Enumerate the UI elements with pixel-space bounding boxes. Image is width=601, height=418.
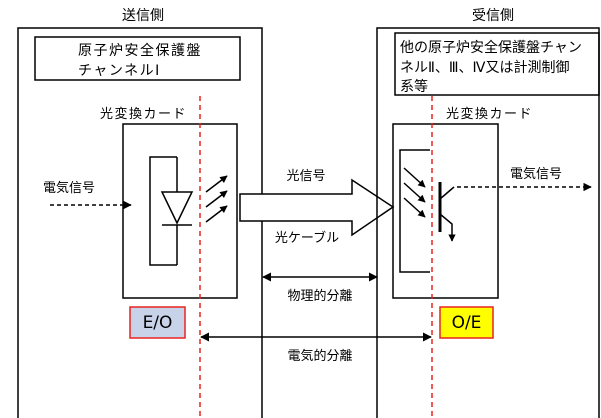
electrical-separation-label: 電気的分離 xyxy=(287,348,352,364)
led-diode-icon xyxy=(149,156,194,266)
receiver-panel-frame xyxy=(376,27,600,418)
receiver-panel-label-line-1: 他の原子炉安全保護盤チャン xyxy=(400,39,582,56)
receiver-heading: 受信側 xyxy=(472,8,514,24)
light-emission-arrows-icon xyxy=(205,175,228,223)
oe-converter-label: O/E xyxy=(452,313,482,333)
physical-separation-label: 物理的分離 xyxy=(287,288,352,304)
sender-optical-card xyxy=(122,123,238,299)
sender-panel-label-box xyxy=(34,36,241,81)
eo-converter-label: E/O xyxy=(143,313,173,333)
sender-panel-label-line-2: チャンネルⅠ xyxy=(78,63,161,79)
receiver-electrical-signal-label: 電気信号 xyxy=(510,166,562,182)
oe-converter-badge xyxy=(439,306,494,339)
receiver-card-title: 光変換カード xyxy=(446,106,533,122)
receiver-optical-card xyxy=(392,123,499,299)
receiver-panel-label-line-3: 系等 xyxy=(400,78,428,95)
eo-converter-badge xyxy=(129,306,186,339)
phototransistor-icon xyxy=(438,182,456,242)
receiver-panel-label-line-2: ネルⅡ、Ⅲ、Ⅳ又は計測制御 xyxy=(400,60,569,76)
optical-signal-label: 光信号 xyxy=(286,169,325,184)
photodetector-frame xyxy=(399,149,430,273)
optical-cable-label: 光ケーブル xyxy=(275,230,339,246)
sender-electrical-signal-label: 電気信号 xyxy=(43,180,95,196)
sender-card-title: 光変換カード xyxy=(100,106,187,122)
sender-panel-frame xyxy=(17,27,263,418)
sender-panel-label-line-1: 原子炉安全保護盤 xyxy=(78,42,202,59)
receiver-panel-label-box xyxy=(394,32,600,96)
optical-signal-arrow xyxy=(239,178,395,237)
sender-heading: 送信側 xyxy=(122,8,164,24)
light-reception-arrows-icon xyxy=(403,167,426,218)
